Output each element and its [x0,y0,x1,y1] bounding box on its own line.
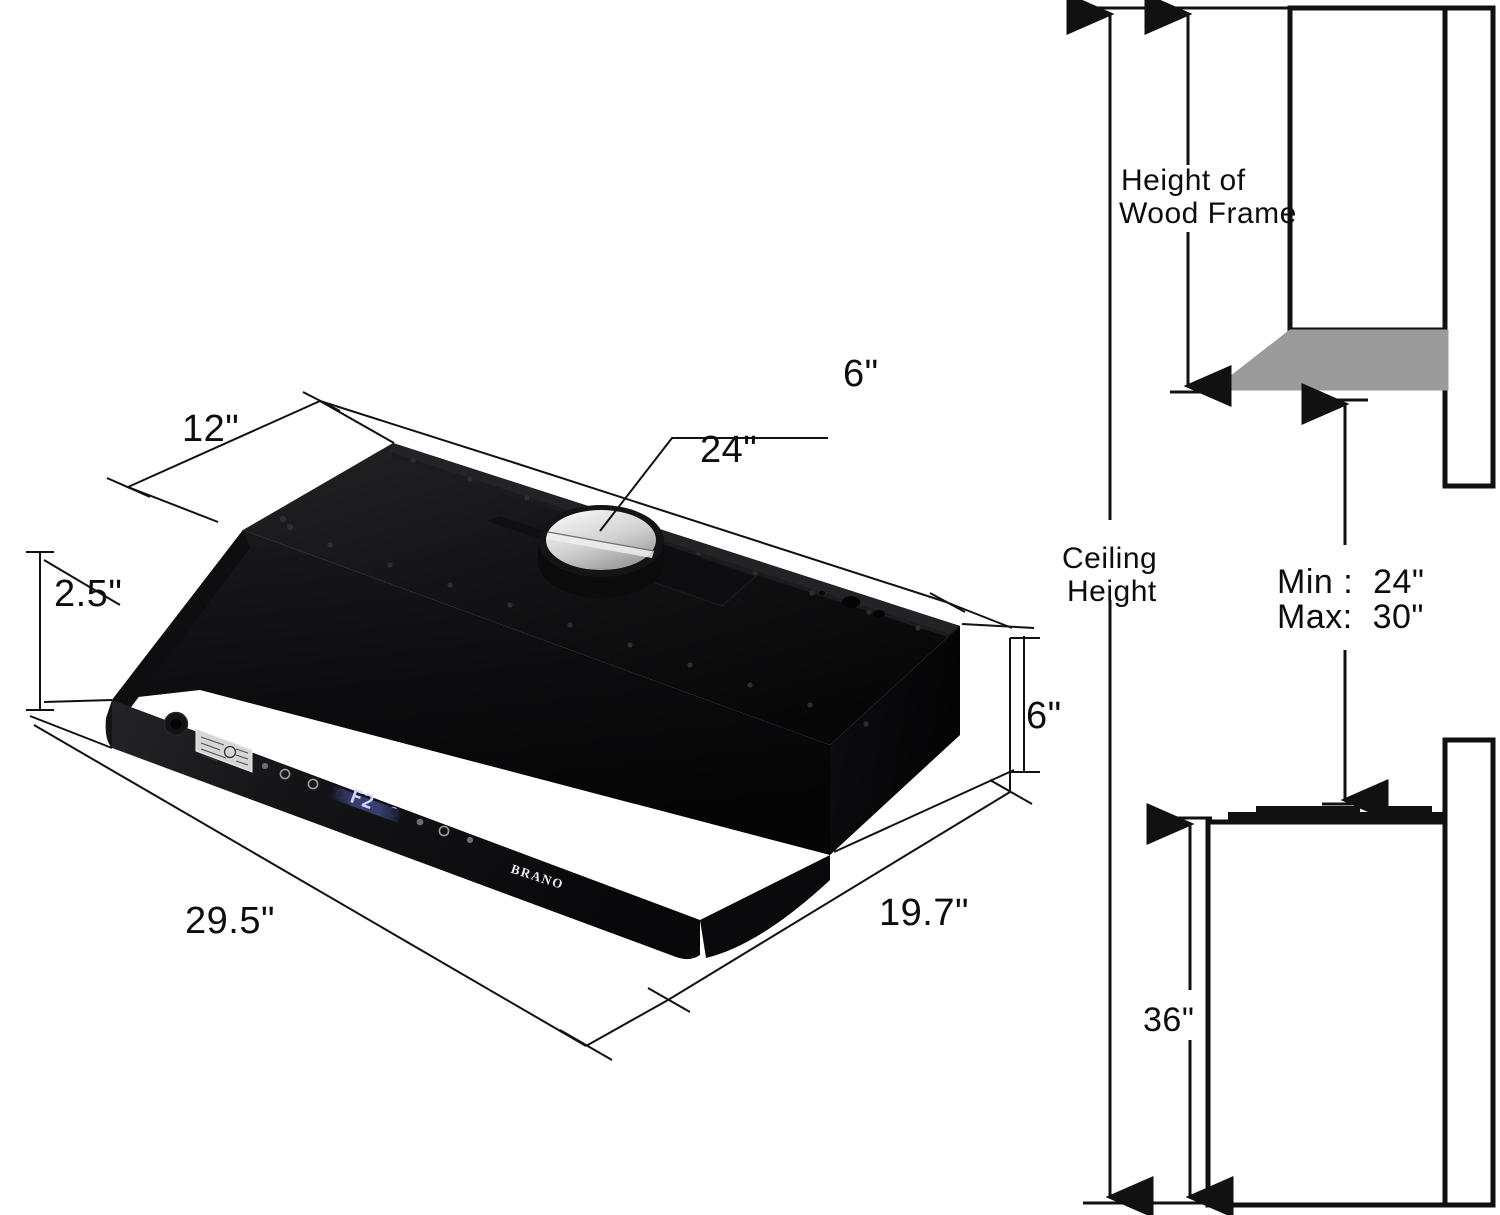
label-counter-height: 36" [1143,1001,1195,1039]
label-clearance-min: Min : 24" [1277,563,1425,601]
cooktop-grates [1228,806,1446,821]
range-body [1205,819,1449,1208]
label-ceiling-height-line2: Height [1067,575,1157,608]
vent-collar [538,505,664,598]
dim-label-depth: 19.7" [879,892,969,934]
dim-label-body-height: 6" [1026,695,1062,737]
dim-label-vent-offset: 24" [700,429,758,471]
dim-label-vent-diameter: 6" [843,353,879,395]
label-ceiling-height-line1: Ceiling [1062,542,1158,575]
wood-frame-cabinet [1287,5,1448,333]
wall-column-bottom [1442,737,1496,1208]
label-clearance-max: Max: 30" [1277,598,1424,636]
label-wood-frame-line2: Wood Frame [1119,197,1297,230]
dim-label-width: 29.5" [185,900,275,942]
wall-section-view [1066,0,1496,1215]
label-wood-frame-line1: Height of [1121,164,1246,197]
control-panel [163,711,474,844]
dim-label-depth-top-left: 12" [182,408,240,450]
screw-dots [279,457,921,727]
wall-column-top [1442,5,1496,489]
dim-label-front-height: 2.5" [54,573,123,615]
range-hood-illustration [105,443,960,960]
left-dimension-lines [26,391,1040,1061]
hood-cross-section [1211,329,1449,391]
